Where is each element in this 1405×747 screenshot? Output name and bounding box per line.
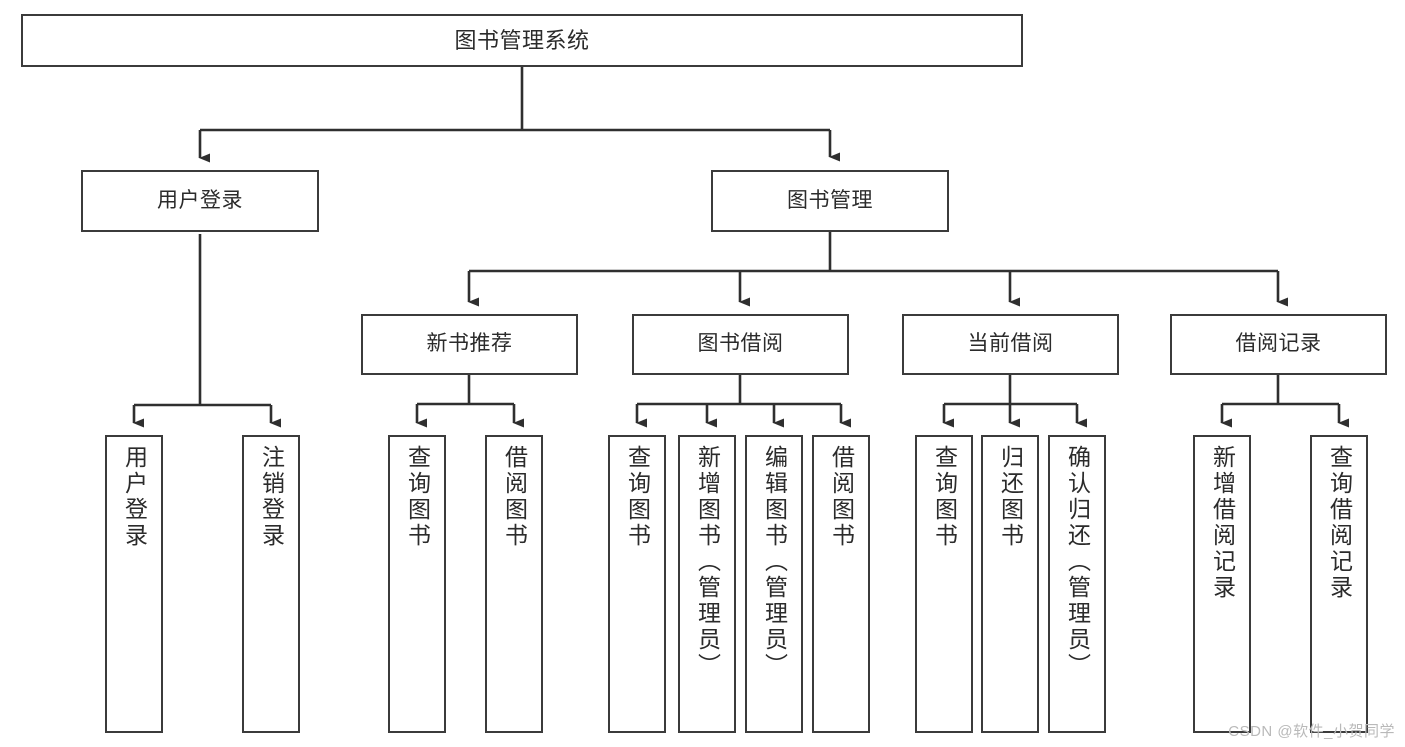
node-book-borrow[interactable]: 图书借阅 xyxy=(632,314,849,375)
node-book-manage[interactable]: 图书管理 xyxy=(711,170,949,232)
node-borrow-record[interactable]: 借阅记录 xyxy=(1170,314,1387,375)
node-leaf-query-record[interactable]: 查询借阅记录 xyxy=(1310,435,1368,733)
node-root-label: 图书管理系统 xyxy=(454,27,590,53)
node-leaf-borrow-book-1-label: 借阅图书 xyxy=(501,445,528,549)
node-leaf-user-login[interactable]: 用户登录 xyxy=(105,435,163,733)
node-leaf-query-book-1[interactable]: 查询图书 xyxy=(388,435,446,733)
node-user-login[interactable]: 用户登录 xyxy=(81,170,319,232)
node-leaf-query-book-3[interactable]: 查询图书 xyxy=(915,435,973,733)
node-leaf-return-book[interactable]: 归还图书 xyxy=(981,435,1039,733)
node-leaf-query-book-3-label: 查询图书 xyxy=(931,445,958,549)
node-leaf-borrow-book-2-label: 借阅图书 xyxy=(828,445,855,549)
node-current-borrow[interactable]: 当前借阅 xyxy=(902,314,1119,375)
node-leaf-confirm-return-label: 确认归还（管理员） xyxy=(1064,445,1091,679)
node-leaf-borrow-book-2[interactable]: 借阅图书 xyxy=(812,435,870,733)
csdn-watermark: CSDN @软件_小贺同学 xyxy=(1228,723,1395,740)
node-leaf-borrow-book-1[interactable]: 借阅图书 xyxy=(485,435,543,733)
node-new-book-recommend[interactable]: 新书推荐 xyxy=(361,314,578,375)
node-leaf-edit-book-label: 编辑图书（管理员） xyxy=(761,445,788,679)
node-new-book-recommend-label: 新书推荐 xyxy=(426,332,513,356)
node-user-login-label: 用户登录 xyxy=(157,188,243,212)
node-leaf-logout[interactable]: 注销登录 xyxy=(242,435,300,733)
node-borrow-record-label: 借阅记录 xyxy=(1235,332,1322,356)
node-leaf-query-record-label: 查询借阅记录 xyxy=(1326,445,1353,601)
node-leaf-user-login-label: 用户登录 xyxy=(121,445,148,549)
node-leaf-query-book-1-label: 查询图书 xyxy=(404,445,431,549)
node-leaf-return-book-label: 归还图书 xyxy=(997,445,1024,549)
node-leaf-add-record[interactable]: 新增借阅记录 xyxy=(1193,435,1251,733)
node-leaf-add-book[interactable]: 新增图书（管理员） xyxy=(678,435,736,733)
node-book-borrow-label: 图书借阅 xyxy=(697,332,784,356)
node-leaf-add-record-label: 新增借阅记录 xyxy=(1209,445,1236,601)
node-root[interactable]: 图书管理系统 xyxy=(21,14,1023,67)
node-leaf-confirm-return[interactable]: 确认归还（管理员） xyxy=(1048,435,1106,733)
node-current-borrow-label: 当前借阅 xyxy=(967,332,1054,356)
node-leaf-add-book-label: 新增图书（管理员） xyxy=(694,445,721,679)
node-leaf-edit-book[interactable]: 编辑图书（管理员） xyxy=(745,435,803,733)
node-leaf-query-book-2-label: 查询图书 xyxy=(624,445,651,549)
node-leaf-logout-label: 注销登录 xyxy=(258,445,285,549)
node-book-manage-label: 图书管理 xyxy=(787,188,873,212)
node-leaf-query-book-2[interactable]: 查询图书 xyxy=(608,435,666,733)
